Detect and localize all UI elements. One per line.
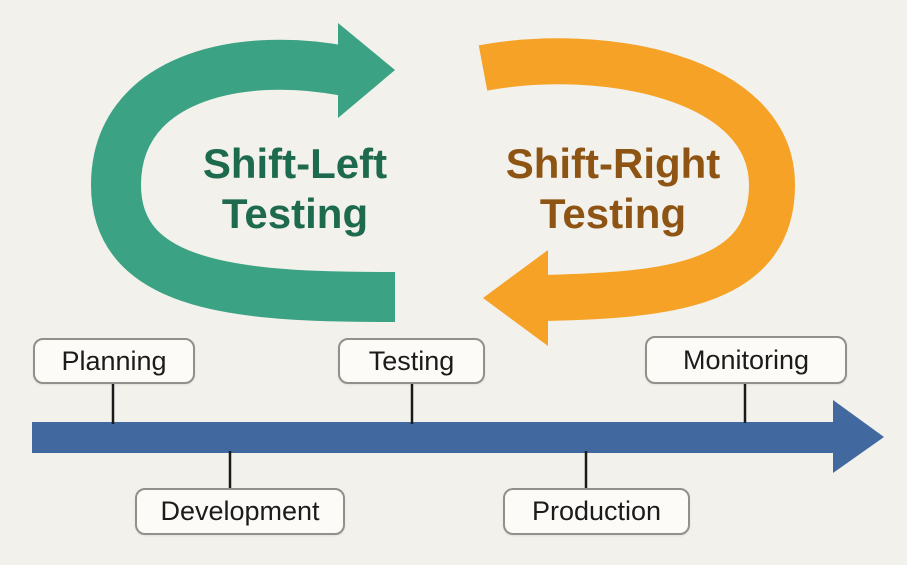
phase-box-development: Development [135,488,345,535]
phase-label-development: Development [160,496,320,526]
shift-left-arrow-band [90,39,396,322]
phase-label-testing: Testing [368,345,455,376]
timeline-bar [32,422,833,453]
phase-box-monitoring: Monitoring [645,336,847,384]
shift-right-arrow-band [478,38,796,321]
timeline-arrowhead-icon [833,400,884,473]
shift-left-title-line2: Testing [221,190,369,237]
shift-left-title-line1: Shift-Left [202,140,388,187]
shift-left-title: Shift-Left Testing [145,139,445,239]
phase-box-production: Production [503,488,690,535]
phase-box-testing: Testing [338,338,485,384]
phase-label-production: Production [531,496,662,526]
shift-right-title-line2: Testing [539,190,687,237]
shift-right-arrowhead-icon [483,250,548,346]
shift-right-title-line1: Shift-Right [505,140,721,187]
phase-box-planning: Planning [33,338,195,384]
phase-label-planning: Planning [61,345,167,376]
shift-left-arrowhead-icon [338,23,395,118]
phase-label-monitoring: Monitoring [682,344,810,375]
shift-right-title: Shift-Right Testing [463,139,763,239]
